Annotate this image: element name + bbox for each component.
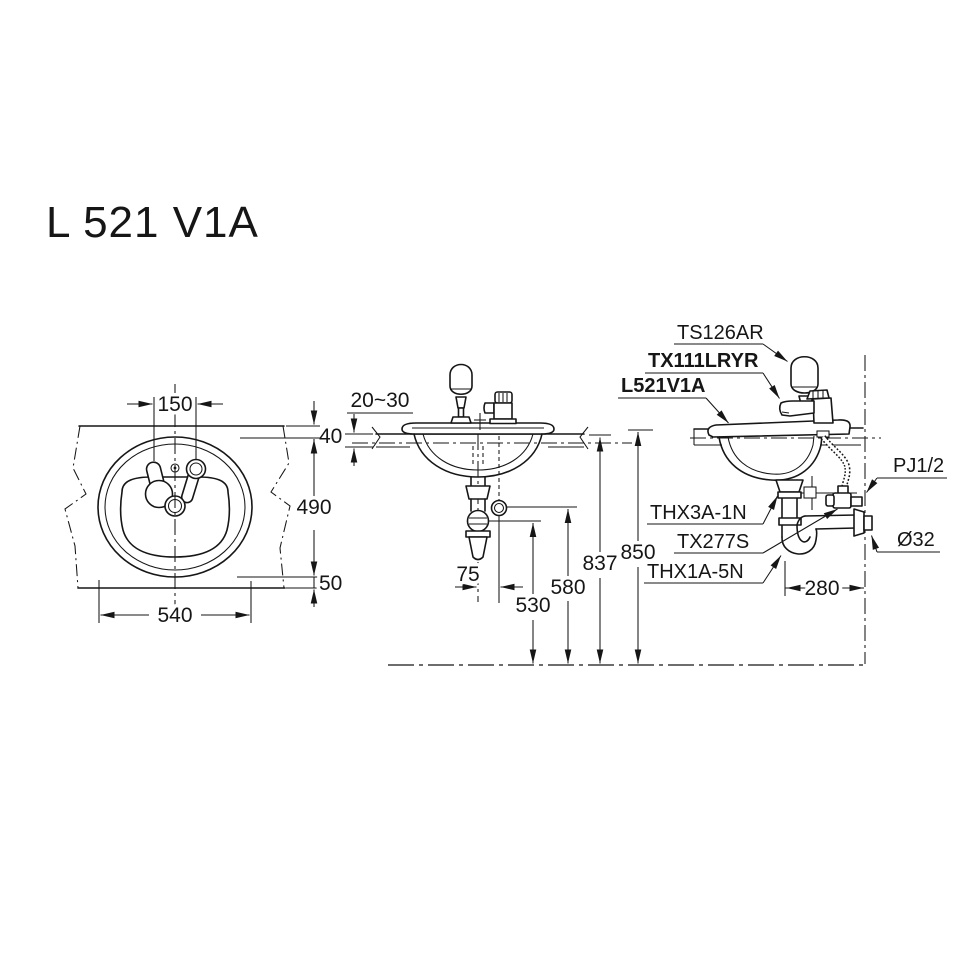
front-dispenser	[449, 363, 473, 424]
plan-faucet	[180, 458, 207, 504]
plan-dim-150: 150	[127, 390, 223, 461]
part-label-trap: THX1A-5N	[647, 561, 744, 583]
plan-dim-back-edge: 40	[319, 425, 342, 448]
side-stop-valve	[825, 485, 863, 509]
side-dim-counter-height: 850	[620, 541, 655, 564]
label-drain-fitting: THX3A-1N	[647, 495, 778, 528]
front-dim-counter-thickness: 20~30	[351, 389, 410, 412]
label-dispenser: TS126AR	[674, 319, 788, 362]
plan-dim-front-edge: 50	[319, 572, 342, 595]
label-faucet: TX111LRYR	[645, 347, 780, 399]
plan-dim-width: 540	[157, 604, 192, 627]
plan-view: 150 40 490 50 540	[64, 384, 346, 631]
part-label-supply-connection: PJ1/2	[893, 455, 944, 477]
part-label-supply-hose: TX277S	[677, 531, 749, 553]
side-basin-linework	[707, 419, 851, 481]
front-dim-75: 75	[453, 515, 523, 603]
front-drain-assembly	[465, 476, 491, 561]
label-trap: THX1A-5N	[644, 555, 782, 587]
side-part-labels: TS126AR TX111LRYR L521V1A THX3A-1N TX277	[618, 319, 948, 587]
front-view: 20~30 75 530 580 837	[345, 363, 632, 664]
front-dim-chain-height: 580	[550, 576, 585, 599]
label-waste-outlet: Ø32	[871, 526, 940, 555]
side-drain-assembly	[775, 479, 804, 538]
side-trap	[781, 508, 873, 555]
plan-dim-540: 540	[98, 580, 252, 631]
part-label-dispenser: TS126AR	[677, 322, 764, 344]
front-dim-530: 530	[489, 520, 554, 664]
side-faucet	[778, 389, 834, 424]
front-dim-2030: 20~30	[347, 386, 413, 466]
side-view: 850 280 TS126AR TX111LRYR L521V1A	[617, 319, 948, 664]
side-supply-hose	[816, 430, 851, 489]
part-label-outlet-diameter: Ø32	[897, 529, 935, 551]
front-dim-837: 837	[579, 434, 621, 664]
part-label-drain-fitting: THX3A-1N	[650, 502, 747, 524]
side-dim-850: 850	[617, 429, 659, 664]
plan-fixtures	[144, 384, 207, 608]
front-faucet	[483, 391, 517, 425]
front-dim-drain-offset: 75	[456, 563, 479, 586]
label-supply-hose: TX277S	[674, 508, 838, 557]
side-dim-wall-distance: 280	[804, 577, 839, 600]
page-title: L 521 V1A	[46, 198, 259, 247]
part-label-faucet: TX111LRYR	[648, 350, 759, 372]
label-basin: L521V1A	[618, 372, 729, 424]
label-supply-connection: PJ1/2	[866, 452, 948, 493]
front-dim-trap-height: 530	[515, 594, 550, 617]
part-label-basin: L521V1A	[621, 375, 706, 397]
side-dim-280: 280	[784, 561, 864, 604]
plan-dim-depth: 490	[296, 496, 331, 519]
front-dim-580: 580	[507, 506, 589, 664]
front-dim-underside-height: 837	[582, 552, 617, 575]
plan-dim-hole-spacing: 150	[157, 393, 192, 416]
plan-dim-right-column: 40 490 50	[237, 401, 346, 607]
